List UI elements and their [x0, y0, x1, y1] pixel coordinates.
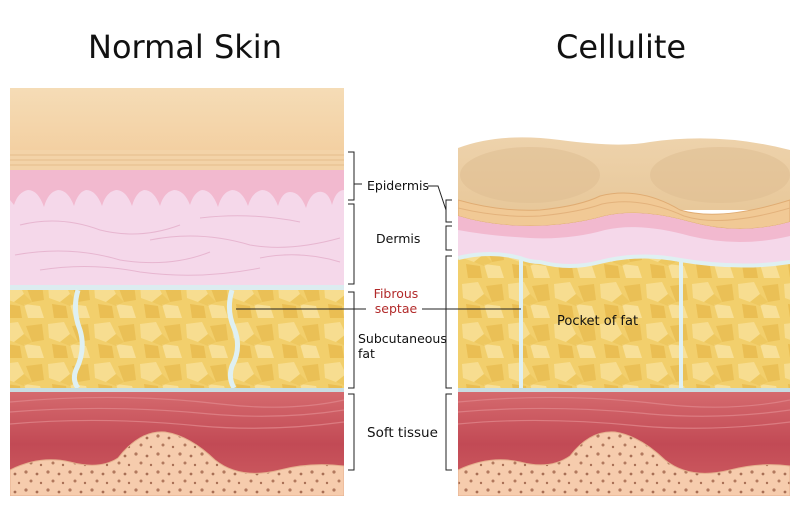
cellulite-bone [458, 431, 790, 497]
title-cellulite: Cellulite [556, 28, 687, 66]
dermis-fibers [14, 215, 341, 276]
cellulite-section [458, 137, 790, 497]
label-pocket-of-fat: Pocket of fat [557, 314, 639, 329]
label-subcutaneous-fat: Subcutaneous fat [358, 331, 447, 361]
label-fibrous-line1: Fibrous [373, 286, 419, 301]
epidermis-ridges [10, 170, 344, 208]
label-subcutaneous-line1: Subcutaneous [358, 331, 447, 346]
label-fibrous-line2: septae [374, 301, 418, 316]
subcutaneous-fat-layer [10, 290, 344, 388]
cellulite-fat-layer [458, 254, 790, 390]
fibrous-septa-2 [226, 289, 240, 390]
label-soft-tissue: Soft tissue [367, 425, 438, 441]
label-dermis: Dermis [376, 231, 421, 246]
title-normal-skin: Normal Skin [88, 28, 282, 66]
fibrous-septa-1 [71, 289, 85, 390]
label-brackets [236, 151, 521, 471]
normal-skin-section [10, 88, 344, 496]
label-epidermis: Epidermis [367, 178, 430, 193]
top-skin-layer [10, 88, 344, 150]
label-subcutaneous-line2: fat [358, 346, 375, 361]
bone-layer [10, 431, 344, 496]
label-fibrous-septae: Fibrous septae [368, 286, 424, 316]
